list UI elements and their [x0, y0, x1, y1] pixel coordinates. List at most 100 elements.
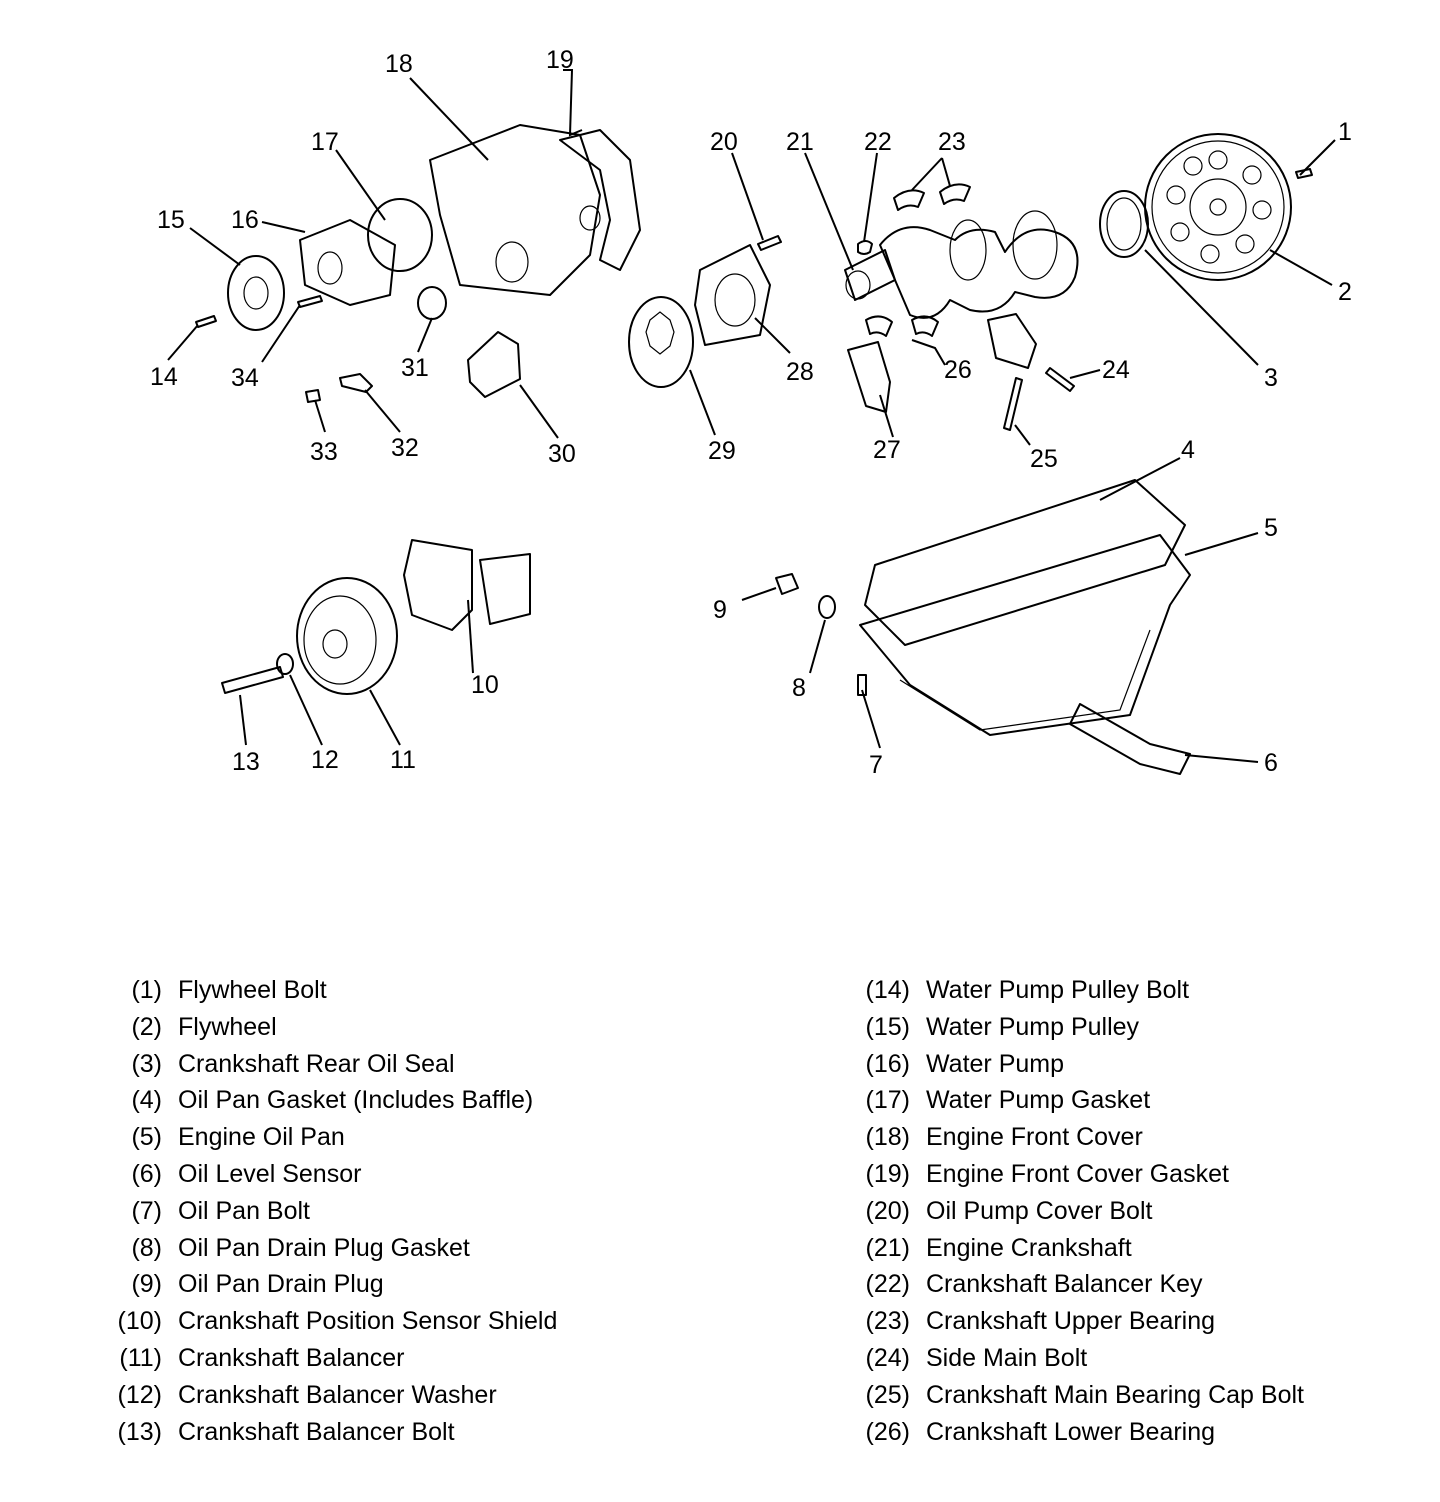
legend-item-number: (23): [865, 1307, 910, 1336]
legend-item: (25)Crankshaft Main Bearing Cap Bolt: [836, 1377, 1304, 1414]
bolt-34-drawing: [297, 295, 323, 308]
callout-2: 2: [1338, 278, 1352, 306]
oil-pump-cover-drawing: [694, 244, 771, 346]
legend-item-number: (20): [865, 1196, 910, 1225]
legend-item: (3) Crankshaft Rear Oil Seal: [88, 1046, 557, 1083]
callout-24: 24: [1102, 356, 1130, 384]
legend-item: (9) Oil Pan Drain Plug: [88, 1266, 557, 1303]
legend-item: (6) Oil Level Sensor: [88, 1156, 557, 1193]
legend-item-name: Oil Pan Gasket (Includes Baffle): [178, 1086, 534, 1115]
upper-bearing-drawing: [893, 189, 925, 211]
callout-28: 28: [786, 358, 814, 386]
bolt-33-drawing: [305, 389, 321, 403]
legend-item: (12)Crankshaft Balancer Washer: [88, 1377, 557, 1414]
legend-item: (24)Side Main Bolt: [836, 1340, 1304, 1377]
legend-item: (21)Engine Crankshaft: [836, 1230, 1304, 1267]
callout-33: 33: [310, 438, 338, 466]
legend-item-number: (26): [865, 1417, 910, 1446]
balancer-bolt-drawing: [221, 666, 284, 694]
legend-item-number: (13): [117, 1417, 162, 1446]
legend-item-name: Oil Pan Drain Plug: [178, 1270, 384, 1299]
callout-20: 20: [710, 128, 738, 156]
legend-item-name: Water Pump Pulley: [926, 1012, 1140, 1041]
water-pump-pulley-bolt-drawing: [195, 315, 217, 328]
callout-23: 23: [938, 128, 966, 156]
legend-item: (23) Crankshaft Upper Bearing: [836, 1303, 1304, 1340]
legend-item: (26) Crankshaft Lower Bearing: [836, 1414, 1304, 1451]
legend-item-number: (3): [131, 1049, 162, 1078]
legend-item-name: Side Main Bolt: [926, 1343, 1088, 1372]
callout-25: 25: [1030, 445, 1058, 473]
legend-item-name: Oil Pan Drain Plug Gasket: [178, 1233, 470, 1262]
legend-item-number: (11): [119, 1343, 162, 1372]
legend-item-number: (15): [865, 1012, 910, 1041]
callout-3: 3: [1264, 364, 1278, 392]
callout-29: 29: [708, 437, 736, 465]
callout-19: 19: [546, 46, 574, 74]
callout-11: 11: [390, 746, 416, 774]
legend-item: (19)Engine Front Cover Gasket: [836, 1156, 1304, 1193]
legend-item: (13)Crankshaft Balancer Bolt: [88, 1414, 557, 1451]
legend-item-name: Crankshaft Rear Oil Seal: [178, 1049, 455, 1078]
legend-item-name: Crankshaft Lower Bearing: [926, 1417, 1216, 1446]
legend-item-name: Water Pump: [926, 1049, 1065, 1078]
callout-13: 13: [232, 748, 260, 776]
legend-item: (15) Water Pump Pulley: [836, 1009, 1304, 1046]
legend-item-name: Crankshaft Position Sensor Shield: [178, 1307, 558, 1336]
legend-item-name: Engine Crankshaft: [926, 1233, 1132, 1262]
callout-15: 15: [157, 206, 185, 234]
oil-pump-gear-drawing: [628, 296, 694, 388]
legend-item: (14) Water Pump Pulley Bolt: [836, 972, 1304, 1009]
main-bearing-cap-bolt-drawing: [1003, 377, 1023, 431]
legend-item-number: (22): [865, 1270, 910, 1299]
legend-item-number: (16): [865, 1049, 910, 1078]
legend-item: (8) Oil Pan Drain Plug Gasket: [88, 1230, 557, 1267]
callout-6: 6: [1264, 749, 1278, 777]
legend-item-name: Crankshaft Upper Bearing: [926, 1307, 1216, 1336]
legend-item-name: Flywheel: [178, 1012, 277, 1041]
legend-item-name: Water Pump Pulley Bolt: [926, 976, 1190, 1004]
legend-item-number: (10): [117, 1307, 162, 1336]
oil-pan-bolt-drawing: [857, 674, 867, 696]
legend-item-number: (2): [131, 1012, 162, 1041]
legend-item: (5)Engine Oil Pan: [88, 1119, 557, 1156]
legend-right: (14) Water Pump Pulley Bolt (15) Water Pump…: [836, 972, 1304, 1450]
legend-item: (20)Oil Pump Cover Bolt: [836, 1193, 1304, 1230]
legend-item-number: (8): [131, 1233, 162, 1262]
legend-item-number: (14): [865, 976, 910, 1004]
balancer-key-drawing: [857, 240, 873, 255]
legend-item-name: Oil Level Sensor: [178, 1159, 362, 1188]
callout-7: 7: [869, 751, 883, 779]
water-pump-drawing: [299, 219, 396, 306]
drain-plug-drawing: [775, 573, 799, 595]
legend-item-number: (9): [131, 1270, 162, 1299]
side-main-bolt-drawing: [1045, 367, 1075, 392]
legend-item-number: (1): [131, 976, 162, 1004]
callout-9: 9: [713, 596, 727, 624]
legend-item-name: Engine Oil Pan: [178, 1123, 345, 1152]
callout-30: 30: [548, 440, 576, 468]
legend-item: (10) Crankshaft Position Sensor Shield: [88, 1303, 558, 1340]
legend-item-number: (4): [131, 1086, 162, 1115]
legend-item-number: (17): [865, 1086, 910, 1115]
callout-10: 10: [471, 671, 499, 699]
oil-pan-drawing: [859, 534, 1191, 736]
part-32-drawing: [339, 373, 373, 393]
callout-31: 31: [401, 354, 429, 382]
legend-item: (4) Oil Pan Gasket (Includes Baffle): [88, 1082, 557, 1119]
legend-item-name: Engine Front Cover Gasket: [926, 1159, 1229, 1188]
callout-14: 14: [150, 363, 178, 391]
callout-17: 17: [311, 128, 339, 156]
callout-26: 26: [944, 356, 972, 384]
bearing-cap-drawing: [847, 341, 891, 413]
legend-item: (16) Water Pump: [836, 1046, 1304, 1083]
legend-item: (18)Engine Front Cover: [836, 1119, 1304, 1156]
callout-27: 27: [873, 436, 901, 464]
front-cover-drawing: [429, 124, 641, 296]
legend-item: (2) Flywheel: [88, 1009, 557, 1046]
legend-item-name: Water Pump Gasket: [926, 1086, 1151, 1115]
balancer-drawing: [296, 577, 398, 695]
water-pump-gasket-drawing: [367, 198, 433, 272]
callout-labels: 1 2 3 4 5 6 7 8 9 10 11 12 13 14 15 16 1…: [150, 46, 1352, 779]
legend-item-number: (6): [131, 1159, 162, 1188]
